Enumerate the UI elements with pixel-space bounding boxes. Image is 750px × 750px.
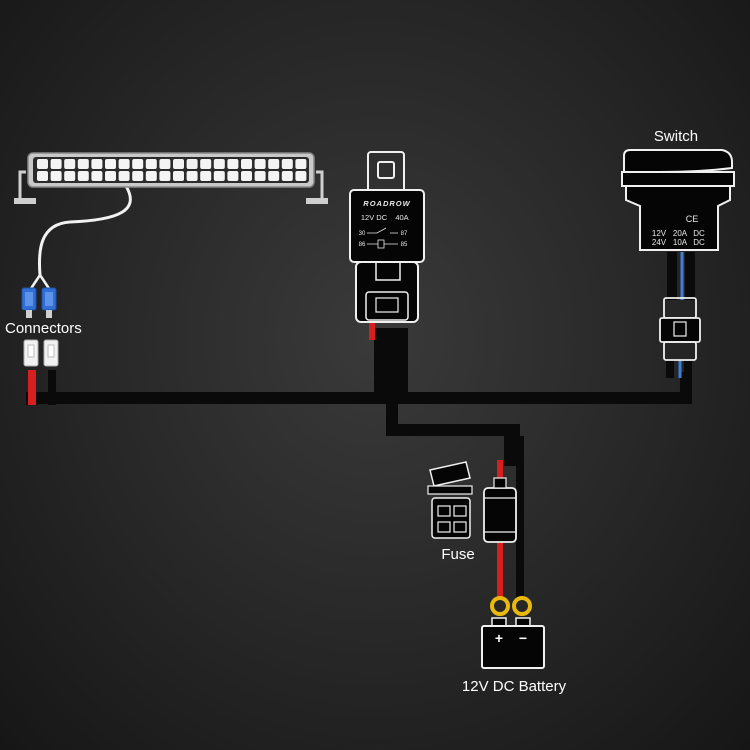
switch-ce-mark: CE (686, 214, 699, 224)
led-cell (254, 159, 266, 169)
led-cell (118, 159, 130, 169)
relay-pin-85: 85 (401, 242, 408, 248)
switch-row2-current: 10A (673, 238, 688, 247)
switch-row2-type: DC (693, 238, 705, 247)
led-cell (186, 171, 198, 181)
switch-row1-current: 20A (673, 229, 688, 238)
led-cell (64, 171, 76, 181)
relay-pin-30: 30 (359, 231, 366, 237)
led-cell (50, 171, 62, 181)
battery: + − (481, 596, 545, 669)
led-cell (281, 159, 293, 169)
led-cell (173, 171, 184, 181)
led-cell (118, 171, 130, 181)
fuse-label: Fuse (441, 546, 474, 563)
switch-row1-voltage: 12V (652, 229, 667, 238)
led-cell (227, 171, 239, 181)
led-cell (159, 171, 171, 181)
led-cell (213, 159, 225, 169)
led-cell (186, 159, 198, 169)
relay-pin-87: 87 (401, 231, 408, 237)
led-cell (227, 159, 239, 169)
led-light-bar (14, 152, 328, 204)
relay-rating-current: 40A (395, 213, 408, 222)
lightbar-cable (37, 185, 132, 276)
connectors-blue (21, 287, 57, 318)
led-cell (200, 159, 212, 169)
relay-pin-86: 86 (359, 242, 366, 248)
switch-black-wire (667, 252, 695, 300)
led-cell (132, 171, 144, 181)
switch-row2-voltage: 24V (652, 238, 667, 247)
led-cell (77, 171, 89, 181)
led-cell (213, 171, 225, 181)
black-wire-to-fuse (386, 328, 516, 466)
led-cell (241, 159, 252, 169)
led-cell (50, 159, 62, 169)
battery-plus: + (495, 630, 503, 646)
led-cell (105, 159, 116, 169)
led-cell (200, 171, 212, 181)
fuse-holder (427, 461, 517, 543)
switch-connector (659, 297, 701, 361)
relay-circuit-symbol (367, 227, 398, 245)
led-cell (105, 171, 116, 181)
led-cell (295, 159, 307, 169)
wiring-harness (26, 185, 695, 597)
led-cell (159, 159, 171, 169)
led-cell (268, 171, 280, 181)
connectors-white (23, 339, 59, 367)
battery-body (481, 625, 545, 669)
relay-rating-voltage: 12V DC (361, 213, 388, 222)
battery-label: 12V DC Battery (462, 678, 567, 695)
led-cell (268, 159, 280, 169)
switch-lower-wires (666, 360, 692, 398)
led-cell (132, 159, 144, 169)
led-cell (173, 159, 184, 169)
switch-row1-type: DC (693, 229, 705, 238)
black-wire-main (26, 328, 386, 405)
led-cell (254, 171, 266, 181)
led-cell (281, 171, 293, 181)
led-cell (37, 171, 48, 181)
black-wire-to-switch (396, 328, 692, 404)
led-cell (77, 159, 89, 169)
led-cell (295, 171, 307, 181)
led-cell (241, 171, 252, 181)
led-cell (145, 159, 157, 169)
battery-terminal-ring-positive (490, 596, 510, 616)
relay-brand: ROADROW (363, 199, 410, 208)
rocker-switch: CE 12V 20A DC 24V 10A DC (621, 149, 735, 251)
led-cell (37, 159, 48, 169)
led-array (37, 159, 307, 181)
battery-minus: − (519, 630, 527, 646)
led-cell (64, 159, 76, 169)
relay: ROADROW 12V DC 40A 30 87 86 85 (349, 151, 425, 323)
switch-label: Switch (654, 128, 698, 145)
led-cell (91, 171, 103, 181)
led-cell (91, 159, 103, 169)
led-cell (145, 171, 157, 181)
connectors-label: Connectors (5, 320, 82, 337)
battery-terminal-ring-negative (512, 596, 532, 616)
